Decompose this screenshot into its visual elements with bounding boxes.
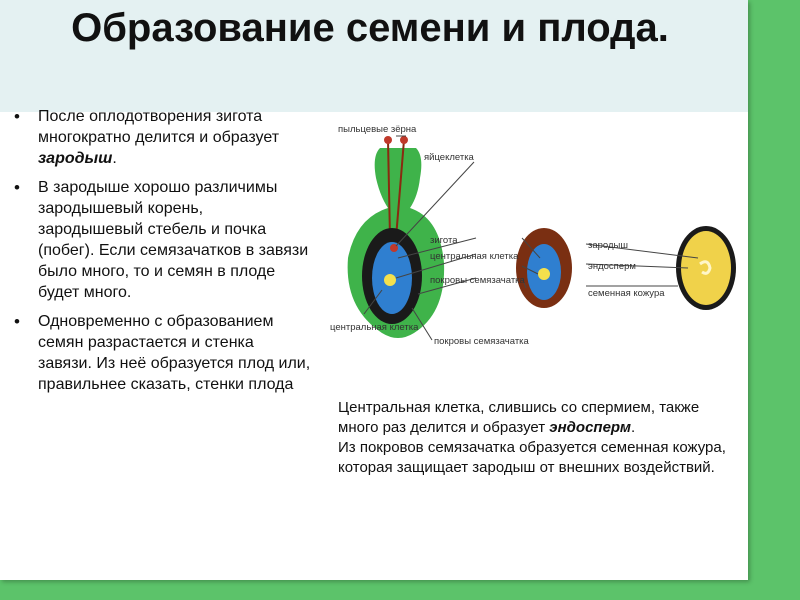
label-egg: яйцеклетка (424, 152, 475, 163)
label-zygote: зигота (430, 235, 458, 246)
page-title: Образование семени и плода. (71, 6, 669, 50)
label-embryo: зародыш (588, 240, 628, 251)
pollen-tube (387, 139, 391, 239)
label-endosperm: эндосперм (588, 261, 636, 272)
paragraph-emphasis: эндосперм (549, 419, 631, 436)
bullet-emphasis: зародыш (38, 150, 113, 167)
pollen-grain (384, 136, 392, 144)
central-cell-nucleus (384, 274, 396, 286)
label-central-cell-bottom: центральная клетка (330, 322, 419, 333)
bullet-text: После оплодотворения зигота многократно … (38, 108, 280, 146)
label-central-cell: центральная клетка (430, 251, 519, 262)
paragraph: Из покровов семязачатка образуется семен… (338, 439, 726, 476)
list-item: В зародыше хорошо различимы зародышевый … (12, 177, 312, 303)
seed-formation-diagram: пыльцевые зёрна яйцеклетка зигота центра… (326, 118, 744, 358)
slide: Образование семени и плода. После оплодо… (0, 0, 748, 580)
paragraph-text: Центральная клетка, слившись со спермием… (338, 399, 700, 436)
pollen-grain (400, 136, 408, 144)
bullet-text: Одновременно с образованием семян разрас… (38, 313, 311, 393)
label-integuments: покровы семязачатка (430, 275, 526, 286)
title-band (0, 0, 748, 112)
paragraph: Центральная клетка, слившись со спермием… (338, 398, 738, 438)
label-seed-coat: семенная кожура (588, 288, 665, 299)
bullet-text: В зародыше хорошо различимы зародышевый … (38, 179, 309, 301)
leader-lines (363, 135, 699, 341)
pollen-tube (395, 139, 405, 239)
mature-seed-embryo (699, 260, 712, 275)
right-text: Центральная клетка, слившись со спермием… (338, 398, 738, 478)
list-item: Одновременно с образованием семян разрас… (12, 311, 312, 395)
bullet-list: После оплодотворения зигота многократно … (12, 106, 312, 403)
label-pollen: пыльцевые зёрна (338, 124, 417, 135)
label-integuments-bottom: покровы семязачатка (434, 336, 530, 347)
developing-endosperm (538, 268, 550, 280)
list-item: После оплодотворения зигота многократно … (12, 106, 312, 169)
diagram-svg: пыльцевые зёрна яйцеклетка зигота центра… (330, 124, 736, 347)
mature-seed-endosperm (681, 231, 731, 305)
paragraph-text-end: . (630, 419, 636, 436)
bullet-text-end: . (112, 150, 117, 167)
